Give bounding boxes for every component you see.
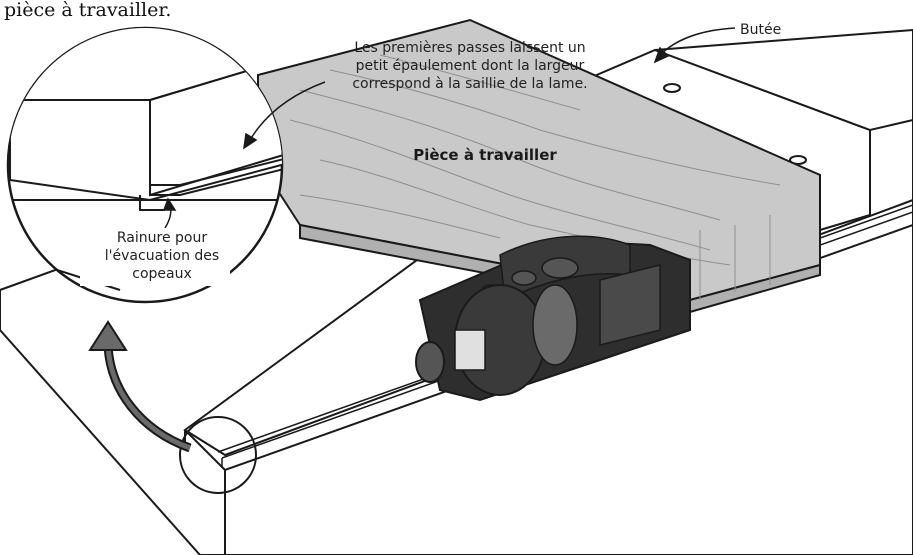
leader-lines <box>162 27 736 229</box>
caption-fragment: pièce à travailler. <box>4 0 171 21</box>
callout-line-1: Les premières passes laissent un <box>354 40 585 56</box>
label-butee: Butée <box>740 22 781 38</box>
label-workpiece: Pièce à travailler <box>413 146 557 164</box>
groove-label-backdrop <box>80 228 230 286</box>
hand-plane <box>415 235 691 402</box>
wood-grain <box>289 54 781 300</box>
groove-line-3: copeaux <box>132 266 192 282</box>
magnify-arrow <box>88 320 192 453</box>
groove-line-1: Rainure pour <box>117 230 207 246</box>
groove-line-2: l'évacuation des <box>105 248 219 264</box>
callout-line-3: correspond à la saillie de la lame. <box>352 76 587 92</box>
callout-line-2: petit épaulement dont la largeur <box>356 58 585 74</box>
detail-source-circle <box>179 416 257 494</box>
